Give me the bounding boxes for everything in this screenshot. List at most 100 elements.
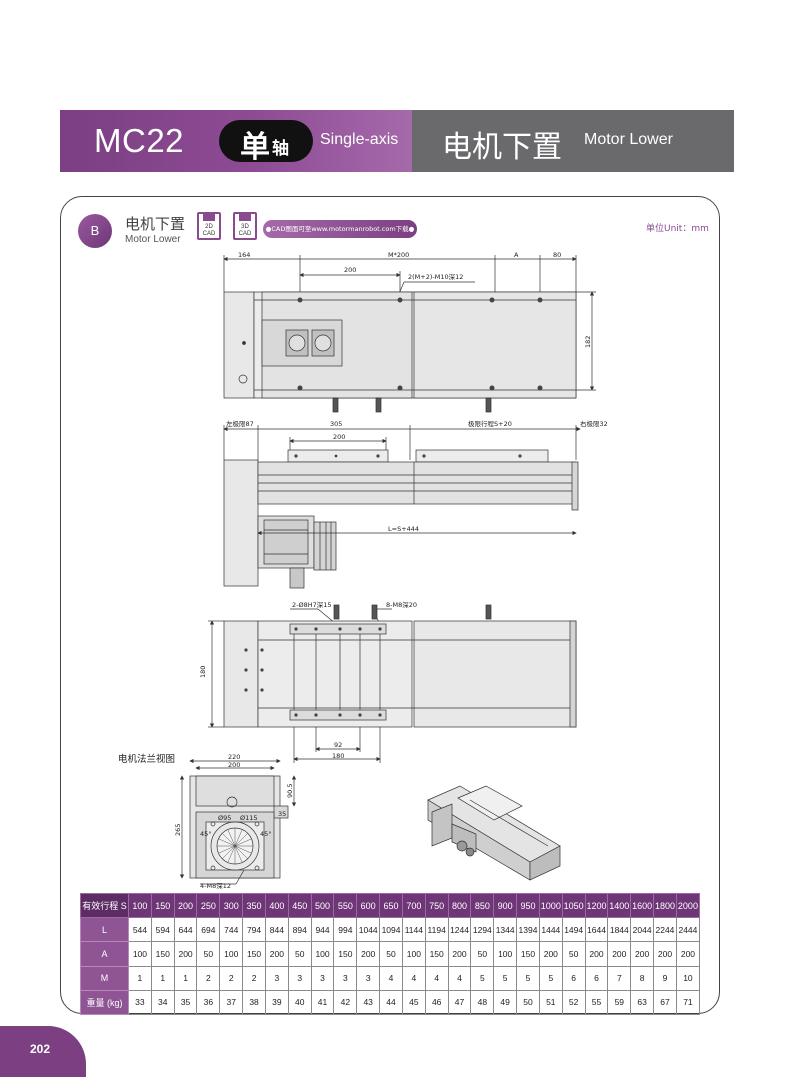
dim-35: 35 (278, 810, 286, 818)
table-cell: 10 (675, 965, 701, 991)
table-cell: 1244 (447, 917, 472, 943)
table-cell: 250 (196, 892, 221, 919)
table-cell: 1 (173, 965, 198, 991)
table-cell: 5 (516, 965, 540, 991)
dim-length: L=S+444 (388, 525, 419, 533)
table-cell: 1394 (516, 917, 540, 943)
table-cell: 500 (310, 892, 335, 919)
table-cell: 644 (173, 917, 198, 943)
table-cell: 3 (333, 965, 358, 991)
table-cell: 1050 (561, 892, 586, 919)
cad-2d-bottom: CAD (202, 231, 216, 237)
table-cell: 1494 (561, 917, 586, 943)
table-cell: 50 (196, 941, 221, 967)
table-cell: 59 (607, 989, 632, 1015)
page-number: 202 (30, 1042, 51, 1056)
table-cell: 150 (150, 941, 175, 967)
page-tab (0, 1026, 86, 1077)
table-cell: 1644 (584, 917, 609, 943)
table-cell: 2244 (653, 917, 677, 943)
category-cn: 电机下置 (442, 130, 562, 165)
section-title-en: Motor Lower (125, 234, 181, 245)
table-cell: 1094 (379, 917, 403, 943)
dim-right-limit: 右极限32 (580, 419, 608, 428)
dim-265: 265 (174, 824, 182, 836)
table-cell: 694 (196, 917, 221, 943)
dim-182: 182 (584, 336, 592, 348)
table-cell: 744 (219, 917, 244, 943)
table-cell: 2044 (630, 917, 655, 943)
table-cell: 4 (424, 965, 449, 991)
table-cell: 35 (173, 989, 198, 1015)
cad-download-link[interactable]: ●CAD图面可至www.motormanrobot.com下载● (263, 220, 417, 238)
table-cell: 1144 (401, 917, 426, 943)
table-cell: 46 (424, 989, 449, 1015)
table-cell: 150 (242, 941, 266, 967)
table-cell: 50 (561, 941, 586, 967)
dim-92: 92 (334, 741, 342, 749)
type-cn-sub: 轴 (272, 139, 289, 159)
row-label: A (80, 941, 129, 967)
table-cell: 6 (584, 965, 609, 991)
table-cell: 2 (219, 965, 244, 991)
table-cell: 7 (607, 965, 632, 991)
flange-view (179, 758, 297, 885)
table-cell: 100 (128, 892, 152, 919)
table-cell: 150 (516, 941, 540, 967)
table-cell: 850 (470, 892, 495, 919)
table-cell: 3 (287, 965, 312, 991)
dim-left-limit: 左极限87 (226, 419, 254, 428)
table-cell: 55 (584, 989, 609, 1015)
table-cell: 38 (242, 989, 266, 1015)
dim-200-top: 200 (344, 266, 356, 274)
table-cell: 34 (150, 989, 175, 1015)
table-cell: 1444 (538, 917, 563, 943)
table-cell: 400 (264, 892, 289, 919)
section-badge: B (78, 214, 112, 248)
table-cell: 150 (150, 892, 175, 919)
dim-305: 305 (330, 420, 342, 428)
bottom-view (208, 604, 577, 763)
table-cell: 950 (516, 892, 540, 919)
table-cell: 1000 (538, 892, 563, 919)
table-cell: 5 (538, 965, 563, 991)
table-cell: 450 (287, 892, 312, 919)
table-cell: 52 (561, 989, 586, 1015)
table-cell: 2444 (675, 917, 701, 943)
table-cell: 200 (173, 892, 198, 919)
type-pill (219, 120, 313, 162)
row-label: M (80, 965, 129, 991)
table-cell: 1600 (630, 892, 655, 919)
table-cell: 894 (287, 917, 312, 943)
table-cell: 900 (493, 892, 518, 919)
table-cell: 700 (401, 892, 426, 919)
table-cell: 51 (538, 989, 563, 1015)
header-band-right (412, 110, 734, 172)
table-cell: 49 (493, 989, 518, 1015)
table-cell: 47 (447, 989, 472, 1015)
table-cell: 200 (356, 941, 381, 967)
type-cn-main: 单 (240, 130, 270, 165)
table-cell: 1 (150, 965, 175, 991)
table-cell: 844 (264, 917, 289, 943)
dim-220: 220 (228, 753, 240, 761)
table-cell: 544 (128, 917, 152, 943)
table-cell: 800 (447, 892, 472, 919)
table-cell: 200 (173, 941, 198, 967)
type-en: Single-axis (320, 131, 399, 148)
row-label: 有效行程 S (80, 892, 129, 919)
table-cell: 200 (607, 941, 632, 967)
dim-hole-note: 2(M+2)-M10深12 (408, 272, 463, 281)
table-cell: 100 (310, 941, 335, 967)
table-cell: 150 (333, 941, 358, 967)
dim-flange-screw: 4-M8深12 (200, 881, 231, 890)
table-cell: 794 (242, 917, 266, 943)
